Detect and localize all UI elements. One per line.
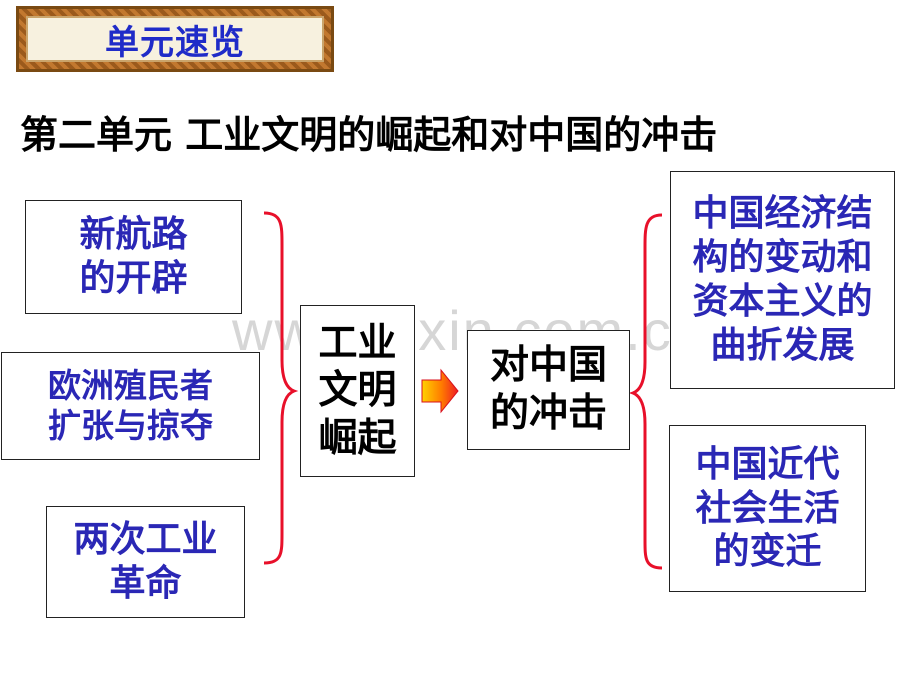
effect-box-social-life: 中国近代 社会生活 的变迁 [669, 425, 866, 592]
arrow-icon [421, 368, 459, 414]
cause-label: 两次工业 革命 [73, 519, 218, 604]
center-node-industrial-civilization-rise: 工业 文明 崛起 [300, 305, 415, 477]
unit-overview-label: 单元速览 [26, 16, 324, 63]
right-brace [628, 213, 663, 570]
impact-node-impact-on-china: 对中国 的冲击 [467, 330, 630, 450]
center-node-label: 工业 文明 崛起 [318, 320, 397, 461]
unit-title: 第二单元 工业文明的崛起和对中国的冲击 [20, 113, 718, 157]
cause-box-industrial-revolutions: 两次工业 革命 [46, 506, 245, 618]
left-brace [263, 211, 299, 565]
cause-label: 新航路 的开辟 [79, 214, 188, 299]
effect-label: 中国经济结 构的变动和 资本主义的 曲折发展 [692, 193, 873, 366]
impact-node-label: 对中国 的冲击 [489, 343, 607, 436]
effect-label: 中国近代 社会生活 的变迁 [695, 443, 840, 573]
cause-label: 欧洲殖民者 扩张与掠夺 [48, 365, 213, 445]
effect-box-economic-structure: 中国经济结 构的变动和 资本主义的 曲折发展 [670, 171, 895, 389]
cause-box-colonial-expansion: 欧洲殖民者 扩张与掠夺 [1, 352, 260, 460]
cause-box-new-sea-routes: 新航路 的开辟 [25, 200, 242, 314]
unit-overview-badge: 单元速览 [16, 6, 334, 72]
